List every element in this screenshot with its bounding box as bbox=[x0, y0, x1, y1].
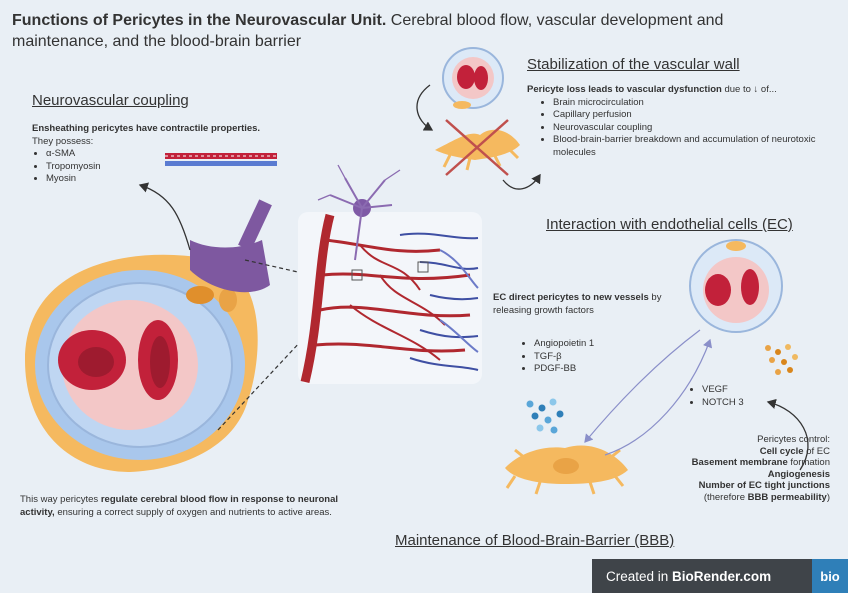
list-item: TGF-β bbox=[534, 351, 594, 364]
controls-item: Angiogenesis bbox=[767, 468, 830, 480]
title-bold: Functions of Pericytes in the Neurovascu… bbox=[12, 12, 387, 29]
list-item: Capillary perfusion bbox=[553, 109, 839, 122]
controls-item: Cell cycle bbox=[759, 445, 804, 457]
ec-factor-list: VEGF NOTCH 3 bbox=[688, 384, 744, 409]
list-item: Angiopoietin 1 bbox=[534, 338, 594, 351]
small-vessel-top bbox=[442, 47, 504, 109]
biorender-logo: bio bbox=[812, 559, 848, 593]
interaction-text: EC direct pericytes to new vessels by re… bbox=[493, 292, 698, 317]
stabilization-bold: Pericyte loss leads to vascular dysfunct… bbox=[527, 84, 722, 95]
interaction-heading: Interaction with endothelial cells (EC) bbox=[546, 216, 793, 233]
biorender-badge[interactable]: Created in BioRender.com bio bbox=[592, 559, 848, 593]
coupling-text: Ensheathing pericytes have contractile p… bbox=[32, 123, 322, 186]
interaction-rest: by releasing growth factors bbox=[493, 292, 662, 316]
arrow-to-properties bbox=[138, 182, 191, 251]
coupling-bold: Ensheathing pericytes have contractile p… bbox=[32, 123, 261, 134]
bbb-heading: Maintenance of Blood-Brain-Barrier (BBB) bbox=[395, 532, 675, 549]
growth-factor-dots-blue bbox=[526, 398, 564, 434]
coupling-possess: They possess: bbox=[32, 135, 94, 147]
controls-item-tail: of EC bbox=[803, 445, 830, 457]
controls-item-tail: ) bbox=[826, 491, 830, 503]
list-item: NOTCH 3 bbox=[702, 397, 744, 410]
coupling-list: α-SMA Tropomyosin Myosin bbox=[32, 148, 322, 186]
badge-text: Created in BioRender.com bbox=[592, 569, 812, 584]
factor-list: Angiopoietin 1 TGF-β PDGF-BB bbox=[520, 338, 594, 376]
conclusion-bold: regulate cerebral blood flow in response… bbox=[20, 494, 338, 518]
astrocyte-endfoot bbox=[190, 199, 272, 293]
list-item: VEGF bbox=[702, 384, 744, 397]
controls-item-tail: formation bbox=[787, 457, 830, 468]
small-vessel-right bbox=[689, 239, 783, 333]
list-item: PDGF-BB bbox=[534, 363, 594, 376]
stabilization-rest: due to ↓ of... bbox=[721, 84, 777, 95]
growth-factor-dots-orange bbox=[765, 344, 798, 375]
page-title: Functions of Pericytes in the Neurovascu… bbox=[12, 10, 752, 52]
interaction-bold: EC direct pericytes to new vessels bbox=[493, 292, 649, 303]
list-item: Blood-brain-barrier breakdown and accumu… bbox=[553, 134, 839, 159]
list-item: Tropomyosin bbox=[46, 161, 322, 174]
controls-item: BBB permeability bbox=[747, 491, 827, 503]
conclusion-text: This way pericytes bbox=[20, 494, 101, 505]
controls-item-tail: (therefore bbox=[703, 491, 748, 503]
ec-factor-ul: VEGF NOTCH 3 bbox=[688, 384, 744, 409]
contractile-filament bbox=[165, 153, 277, 166]
factor-ul: Angiopoietin 1 TGF-β PDGF-BB bbox=[520, 338, 594, 376]
controls-item: Number of EC tight junctions bbox=[698, 480, 830, 491]
stabilization-heading: Stabilization of the vascular wall bbox=[527, 56, 740, 73]
list-item: Neurovascular coupling bbox=[553, 122, 839, 135]
stabilization-list: Brain microcirculation Capillary perfusi… bbox=[527, 97, 839, 160]
list-item: Myosin bbox=[46, 173, 322, 186]
coupling-conclusion: This way pericytes regulate cerebral blo… bbox=[20, 494, 338, 519]
list-item: α-SMA bbox=[46, 148, 322, 161]
title-rest: Cerebral blood flow, vascular developmen… bbox=[12, 12, 724, 50]
conclusion-tail: ensuring a correct supply of oxygen and … bbox=[54, 506, 332, 518]
badge-text-bold: BioRender.com bbox=[672, 568, 772, 584]
controls-item: Basement membrane bbox=[691, 457, 788, 468]
pericytes-control: Pericytes control: Cell cycle of EC Base… bbox=[648, 434, 830, 503]
neuron bbox=[317, 164, 401, 261]
vessel-cross-section bbox=[25, 254, 258, 472]
controls-intro: Pericytes control: bbox=[757, 434, 830, 445]
list-item: Brain microcirculation bbox=[553, 97, 839, 110]
coupling-heading: Neurovascular coupling bbox=[32, 92, 189, 109]
badge-text-pre: Created in bbox=[606, 568, 673, 584]
stabilization-text: Pericyte loss leads to vascular dysfunct… bbox=[527, 84, 839, 159]
pericyte-cell bbox=[505, 445, 628, 495]
crossed-out-pericyte bbox=[435, 119, 520, 176]
vascular-network bbox=[298, 212, 482, 384]
